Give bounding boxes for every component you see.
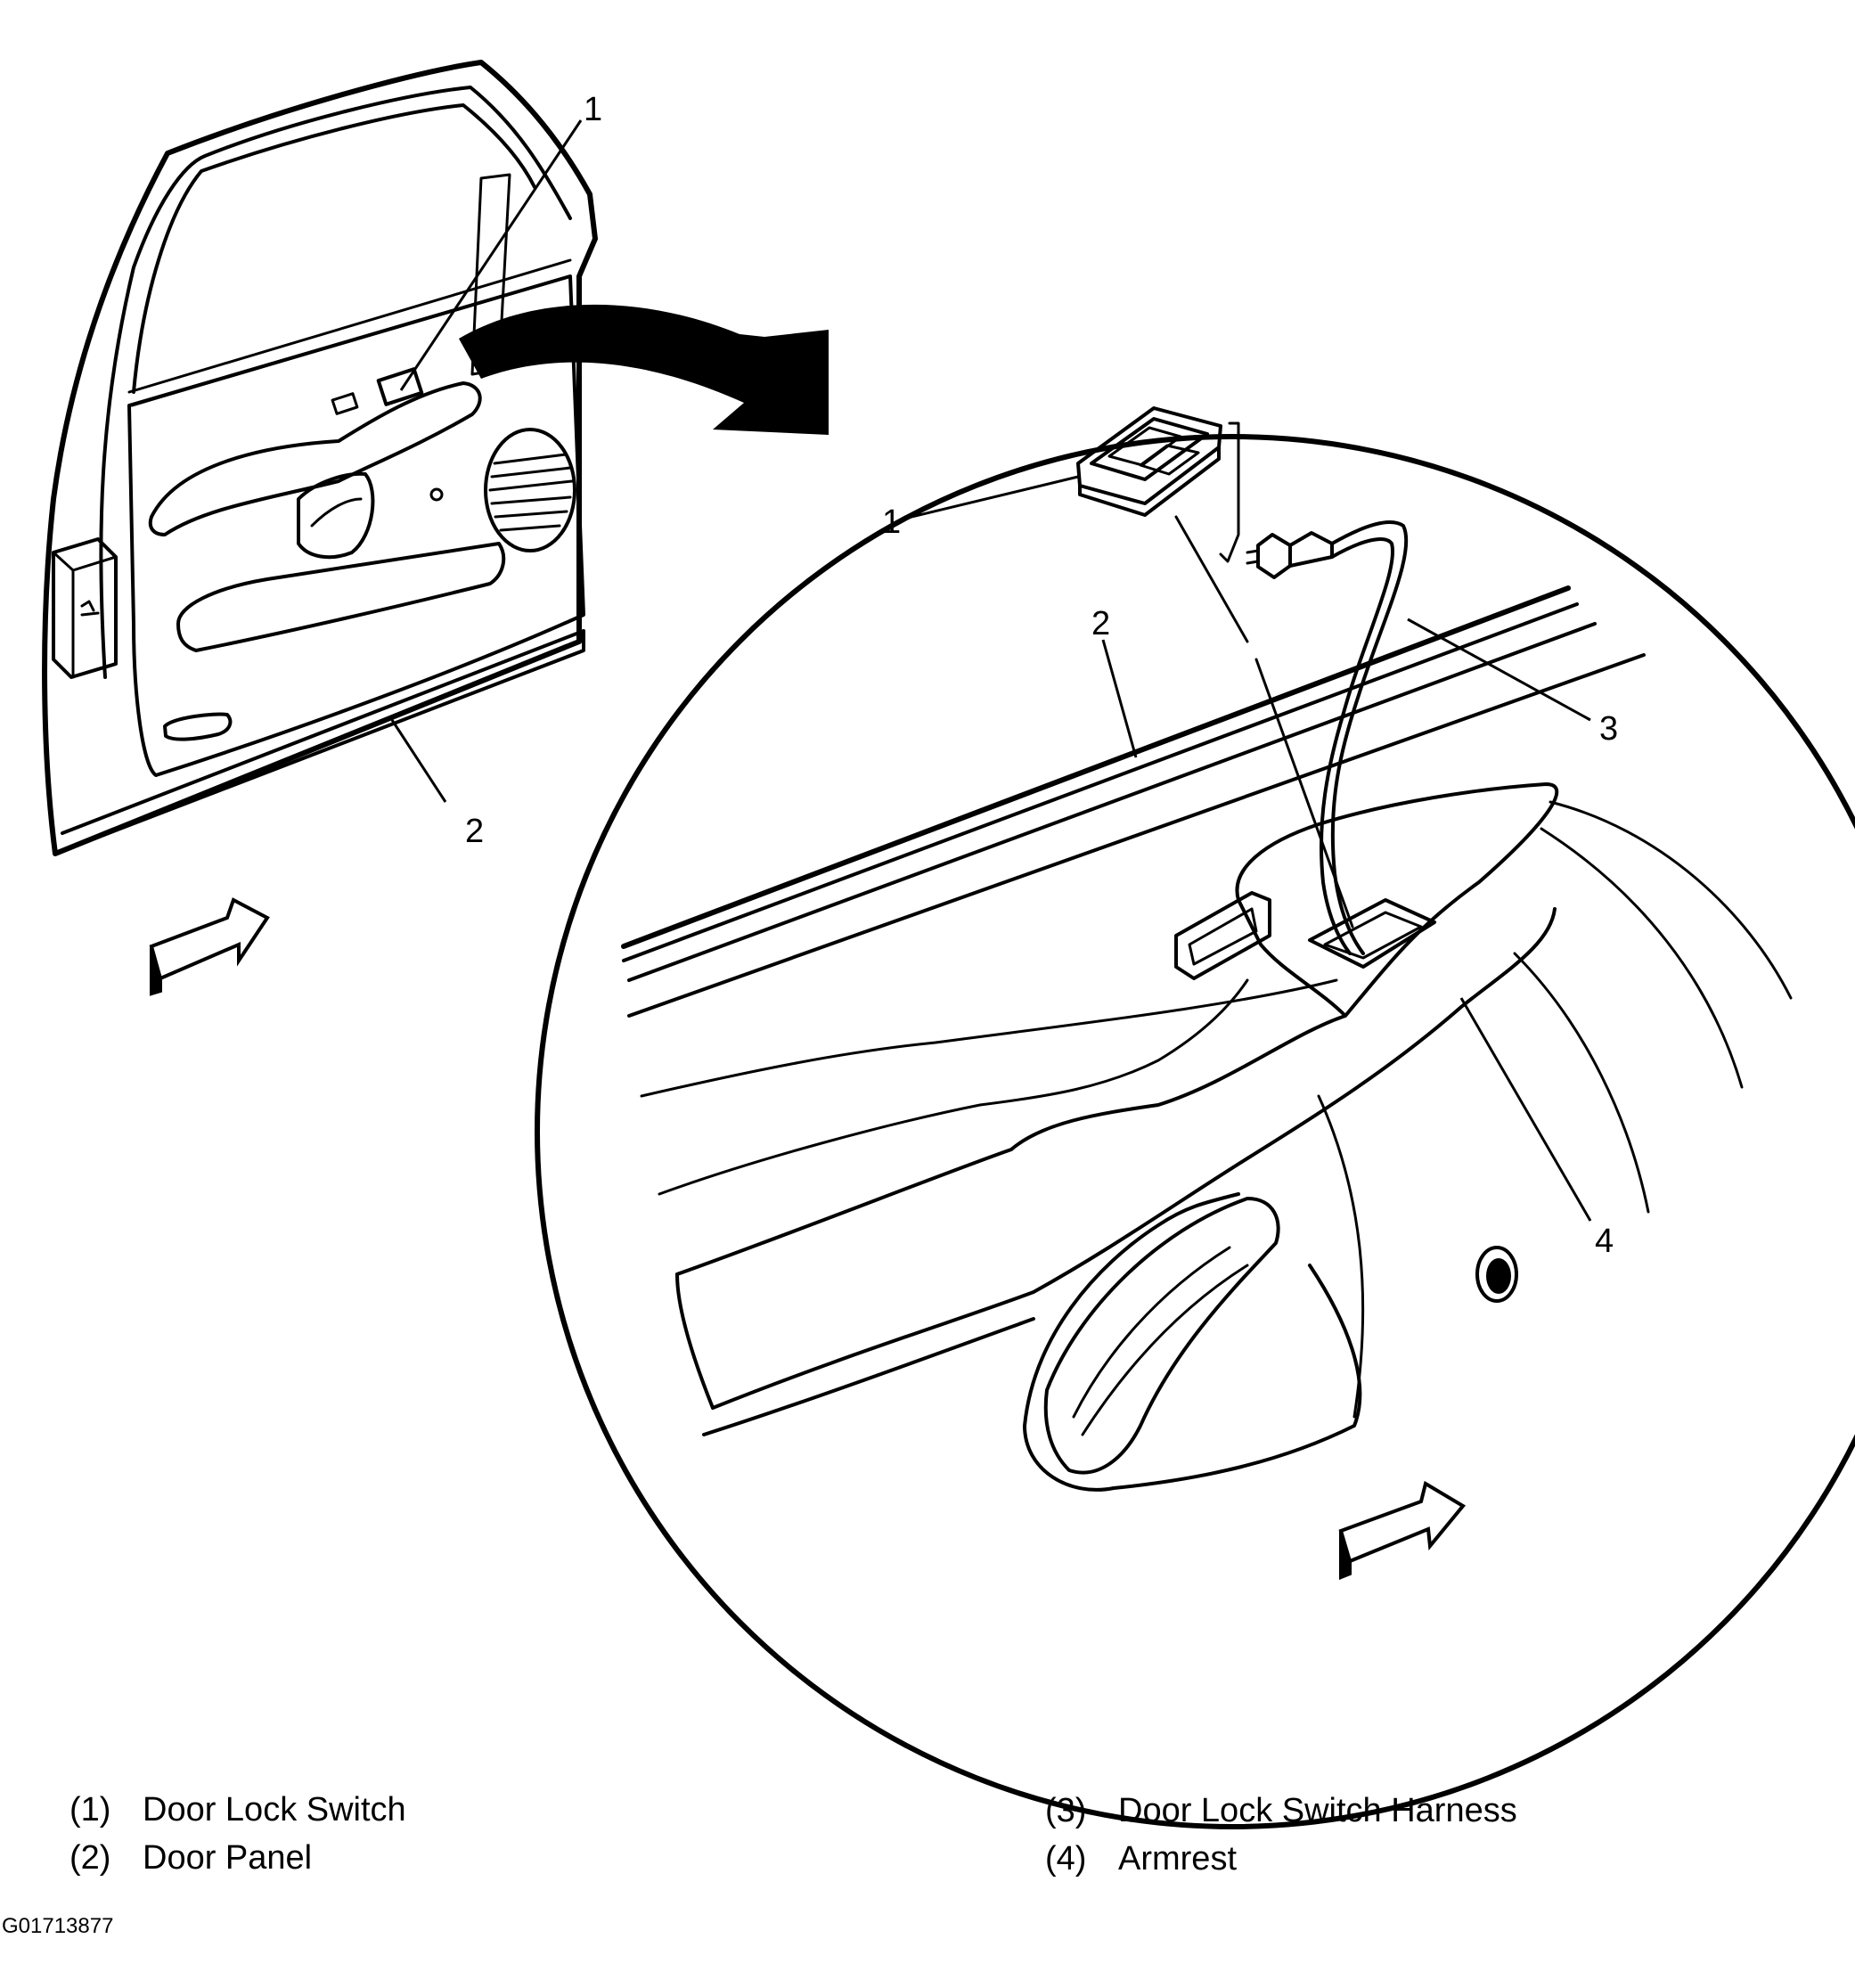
callout-detail-armrest: 4 — [1595, 1223, 1614, 1260]
leader-door-switch — [399, 119, 583, 391]
legend-label: Armrest — [1118, 1840, 1237, 1878]
detail-circle — [535, 434, 1855, 1829]
figure-id: G01713877 — [2, 1914, 114, 1938]
detail-harness-connector — [1246, 531, 1334, 579]
legend-item-3: (3) Door Lock Switch Harness — [1045, 1791, 1517, 1830]
callout-door-switch: 1 — [584, 91, 602, 128]
small-pull-handle-inner — [310, 497, 363, 528]
detail-panel-contour — [640, 978, 1338, 1098]
small-lock-switch — [376, 367, 424, 406]
detail-panel-bottom — [702, 1317, 1035, 1436]
window-frame-inner — [99, 86, 572, 679]
map-pocket — [176, 542, 506, 652]
detail-door-lock-switch — [1076, 406, 1222, 517]
door-reflector — [163, 712, 233, 741]
detail-panel-bottom-2 — [1317, 1094, 1365, 1419]
zoom-arrow — [459, 304, 829, 435]
small-pull-handle — [297, 471, 375, 560]
window-beltline — [127, 258, 572, 394]
legend-number: (1) — [69, 1791, 111, 1828]
small-window-switch — [331, 392, 359, 415]
detail-armrest-lower — [711, 907, 1557, 1410]
detail-armrest-face — [675, 1272, 715, 1410]
legend-label: Door Panel — [143, 1839, 313, 1877]
legend-number: (3) — [1045, 1792, 1087, 1829]
legend-number: (2) — [69, 1839, 111, 1877]
detail-beltline-3 — [627, 622, 1597, 982]
detail-panel-right-contour-2 — [1540, 827, 1744, 1089]
detail-beltline-2 — [622, 602, 1579, 962]
small-armrest — [148, 381, 482, 536]
detail-pull-handle — [1043, 1197, 1280, 1475]
legend-item-4: (4) Armrest — [1045, 1839, 1237, 1878]
door-hinge-detail — [52, 551, 118, 679]
detail-view — [621, 406, 1793, 1492]
leader-detail-panel — [1101, 639, 1138, 758]
detail-pull-handle-texture — [1072, 1246, 1249, 1436]
detail-armrest-contour — [658, 978, 1249, 1196]
door-outer-frame — [42, 60, 598, 856]
callout-door-panel: 2 — [465, 813, 484, 850]
legend-number: (4) — [1045, 1840, 1087, 1878]
leader-detail-harness — [1407, 618, 1591, 722]
leader-door-panel — [390, 719, 447, 803]
legend-item-1: (1) Door Lock Switch — [69, 1790, 406, 1829]
window-glass-edge — [132, 103, 536, 394]
detail-panel-edge — [627, 653, 1646, 1018]
detail-harness-wire — [1330, 520, 1409, 955]
window-switch-recess — [1174, 891, 1271, 980]
detail-fastener — [1475, 1246, 1518, 1303]
detail-harness-wire-2 — [1319, 537, 1394, 955]
legend-label: Door Lock Switch — [143, 1791, 406, 1828]
door-bottom-sill — [53, 629, 585, 855]
front-direction-arrow-left — [149, 897, 270, 981]
detail-panel-right-contour-1 — [1513, 952, 1650, 1214]
window-switch-recess-inner — [1188, 907, 1258, 966]
door-trim-panel — [127, 274, 585, 777]
detail-pull-handle-cup — [1023, 1192, 1362, 1492]
front-direction-arrow-right — [1338, 1480, 1467, 1564]
detail-panel-right-contour-3 — [1549, 800, 1793, 1000]
explode-line — [1219, 421, 1240, 563]
door-overview — [42, 60, 598, 856]
legend-item-2: (2) Door Panel — [69, 1838, 312, 1878]
callout-detail-harness: 3 — [1599, 710, 1618, 748]
door-hinge — [52, 537, 118, 679]
speaker-grille — [484, 428, 576, 552]
callout-detail-panel: 2 — [1091, 605, 1110, 642]
callout-detail-switch: 1 — [882, 503, 901, 541]
leader-detail-switch — [903, 475, 1079, 520]
detail-armrest — [675, 782, 1559, 1276]
detail-beltline-top — [621, 585, 1571, 949]
legend-label: Door Lock Switch Harness — [1118, 1792, 1517, 1829]
small-fastener — [429, 487, 444, 502]
switch-bezel-opening — [1308, 898, 1436, 969]
door-latch — [80, 600, 100, 617]
leader-detail-armrest — [1459, 997, 1592, 1222]
